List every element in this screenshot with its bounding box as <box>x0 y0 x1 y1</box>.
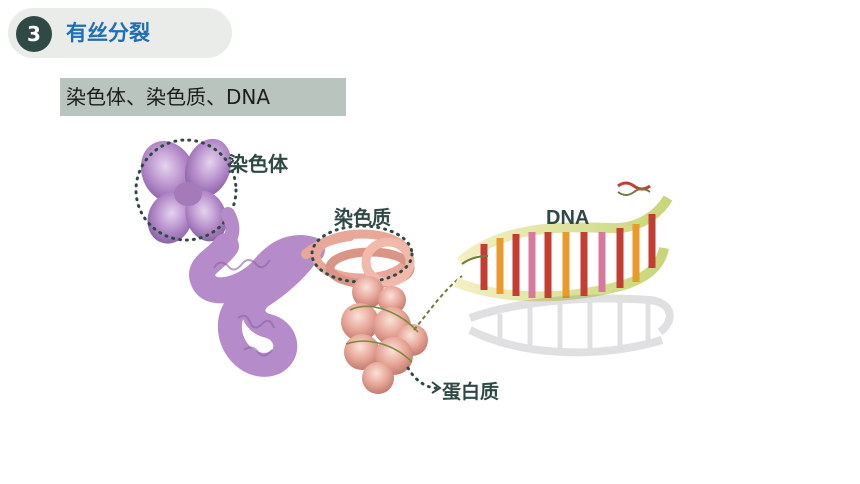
label-dna: DNA <box>546 207 590 229</box>
section-title: 有丝分裂 <box>66 21 150 45</box>
label-chromosome: 染色体 <box>228 152 288 176</box>
section-number-badge: 3 <box>16 16 52 52</box>
subtitle-text: 染色体、染色质、DNA <box>66 85 271 109</box>
protein-pointer <box>406 366 438 390</box>
label-chromatin: 染色质 <box>334 207 392 229</box>
dna-double-helix <box>454 181 673 302</box>
dna-shadow <box>468 294 674 357</box>
chromosome-shape <box>140 138 232 244</box>
label-protein: 蛋白质 <box>442 381 500 403</box>
coil-texture <box>213 259 275 357</box>
nucleosome-cluster <box>341 276 428 394</box>
subtitle-box <box>60 78 346 116</box>
arrow-head-icon <box>431 381 442 394</box>
coiled-fiber <box>189 207 355 377</box>
chromatin-coils <box>311 229 415 289</box>
linker-dna <box>413 275 463 331</box>
chromosome-highlight-circle <box>134 138 238 242</box>
